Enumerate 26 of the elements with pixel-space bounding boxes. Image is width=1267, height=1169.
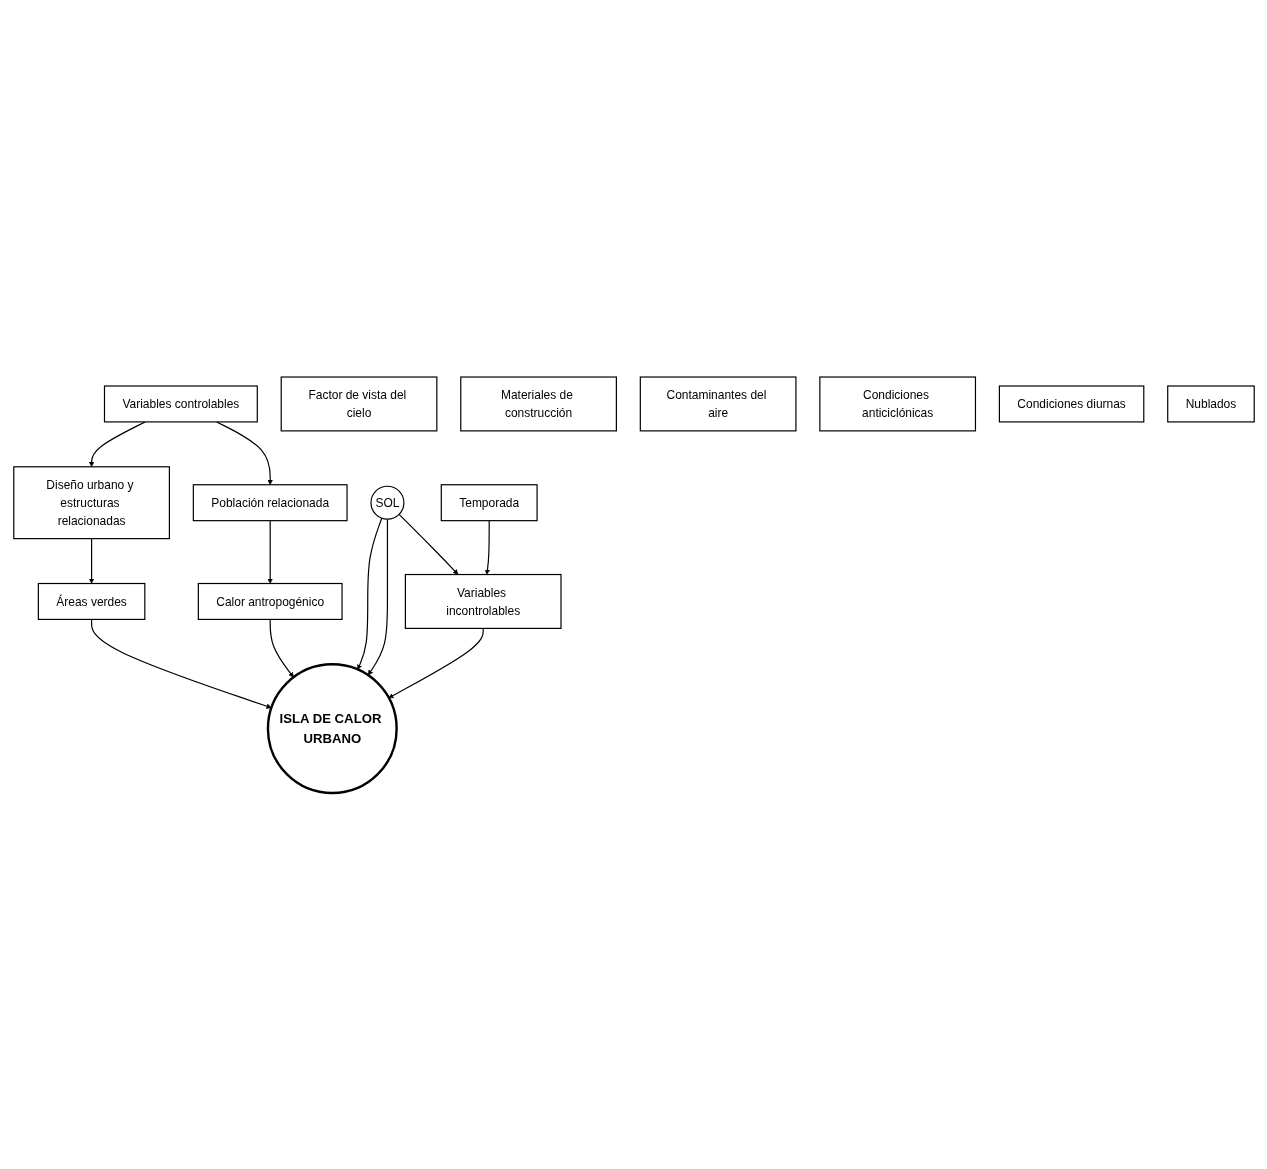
node-box: Diseño urbano y estructuras relacionadas [12, 465, 170, 539]
arrow [90, 618, 272, 709]
arrow [367, 518, 388, 675]
node-box: Calor antropogénico [197, 582, 343, 620]
node-box: Materiales de construcción [459, 375, 617, 431]
node-box: Variables incontrolables [404, 573, 562, 629]
arrow [267, 519, 273, 584]
arrow [484, 519, 490, 575]
arrow [215, 420, 273, 485]
node-circle: SOL [369, 485, 404, 520]
node-box: Contaminantes del aire [639, 375, 796, 431]
arrow [388, 627, 484, 698]
arrow [397, 513, 458, 575]
node-circle: ISLA DE CALOR URBANO [266, 662, 398, 794]
arrow [88, 420, 146, 467]
node-box: Nublados [1166, 384, 1255, 422]
arrow [88, 537, 94, 584]
node-box: Áreas verdes [37, 582, 145, 620]
arrow [356, 517, 382, 670]
arrow [269, 618, 294, 678]
node-box: Factor de vista del cielo [280, 375, 437, 431]
node-box: Variables controlables [103, 384, 258, 422]
node-box: Condiciones diurnas [998, 384, 1144, 422]
node-box: Población relacionada [192, 483, 348, 521]
node-box: Temporada [440, 483, 538, 521]
node-box: Condiciones anticiclónicas [818, 375, 976, 431]
